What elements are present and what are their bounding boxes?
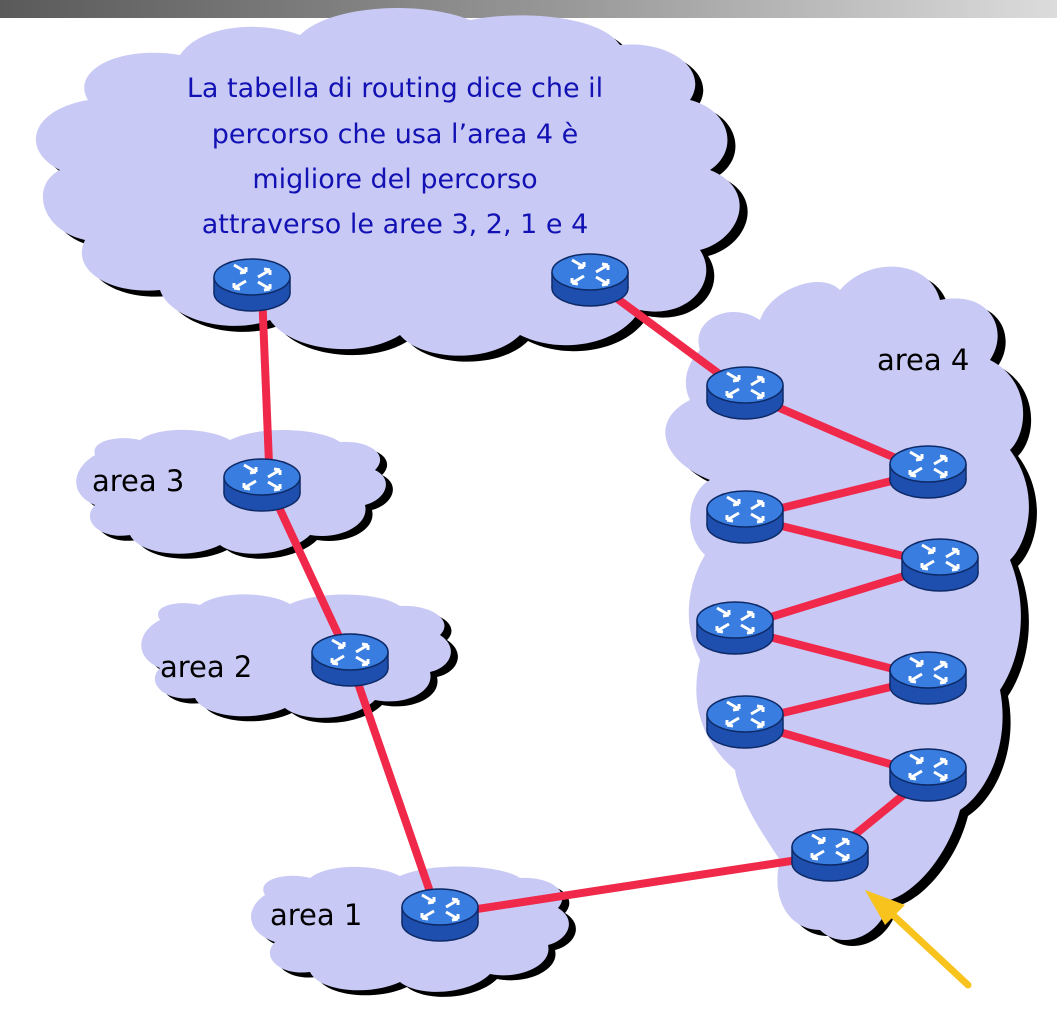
cloud-area-2 bbox=[141, 594, 458, 723]
link-r1-r3 bbox=[258, 288, 274, 492]
area-1-label: area 1 bbox=[270, 898, 362, 932]
area-4-label: area 4 bbox=[877, 343, 969, 377]
router-icon[interactable] bbox=[400, 887, 480, 943]
router-icon[interactable] bbox=[888, 650, 968, 706]
title-bar-strip bbox=[0, 0, 1057, 18]
yellow-arrow-icon bbox=[865, 890, 972, 989]
router-icon[interactable] bbox=[695, 600, 775, 656]
routing-note: La tabella di routing dice che il percor… bbox=[187, 73, 603, 240]
router-icon[interactable] bbox=[222, 457, 302, 513]
area-3-label: area 3 bbox=[92, 464, 184, 498]
note-line-3: migliore del percorso bbox=[252, 164, 537, 195]
note-line-2: percorso che usa l’area 4 è bbox=[212, 119, 579, 150]
router-icon[interactable] bbox=[888, 444, 968, 500]
router-icon[interactable] bbox=[900, 537, 980, 593]
router-icon[interactable] bbox=[550, 252, 630, 308]
router-icon[interactable] bbox=[705, 694, 785, 750]
area-2-label: area 2 bbox=[160, 650, 252, 684]
router-icon[interactable] bbox=[705, 489, 785, 545]
note-line-1: La tabella di routing dice che il bbox=[187, 73, 603, 104]
router-icon[interactable] bbox=[310, 632, 390, 688]
router-icon[interactable] bbox=[888, 747, 968, 803]
router-icon[interactable] bbox=[790, 827, 870, 883]
router-icon[interactable] bbox=[705, 365, 785, 421]
note-line-4: attraverso le aree 3, 2, 1 e 4 bbox=[202, 209, 589, 240]
link-r3-r2 bbox=[266, 484, 354, 664]
link-r2-r1 bbox=[346, 656, 442, 919]
link-r1a-r4a bbox=[434, 851, 834, 919]
router-icon[interactable] bbox=[212, 257, 292, 313]
